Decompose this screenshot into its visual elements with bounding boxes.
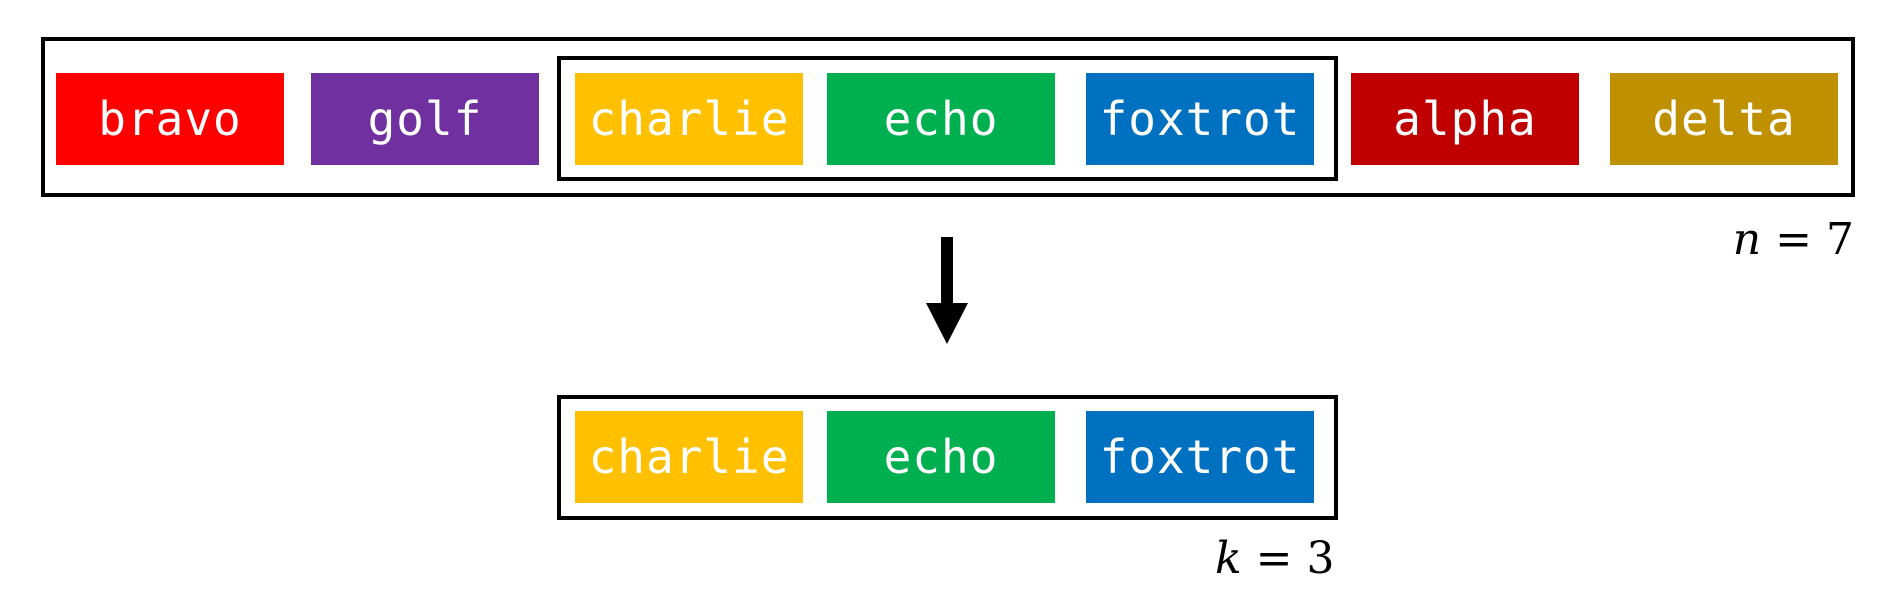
n-equals-sign: = <box>1775 214 1812 265</box>
k-variable: k <box>1215 533 1242 584</box>
result-item: charlie <box>575 411 803 503</box>
sequence-item: echo <box>827 73 1055 165</box>
sequence-item: golf <box>311 73 539 165</box>
sequence-frame <box>41 37 1855 197</box>
sequence-item: delta <box>1610 73 1838 165</box>
k-value: 3 <box>1306 533 1335 584</box>
down-arrow-icon <box>926 237 968 348</box>
n-value: 7 <box>1826 214 1854 265</box>
sequence-item: bravo <box>56 73 284 165</box>
result-item: foxtrot <box>1086 411 1314 503</box>
n-equation: n = 7 <box>1733 214 1854 265</box>
sequence-item: charlie <box>575 73 803 165</box>
selected-window-frame <box>557 56 1338 181</box>
result-item: echo <box>827 411 1055 503</box>
n-variable: n <box>1732 214 1762 265</box>
sequence-item: foxtrot <box>1086 73 1314 165</box>
k-equals-sign: = <box>1255 533 1293 584</box>
k-equation: k = 3 <box>1215 533 1335 584</box>
sequence-item: alpha <box>1351 73 1579 165</box>
result-frame <box>557 395 1338 520</box>
